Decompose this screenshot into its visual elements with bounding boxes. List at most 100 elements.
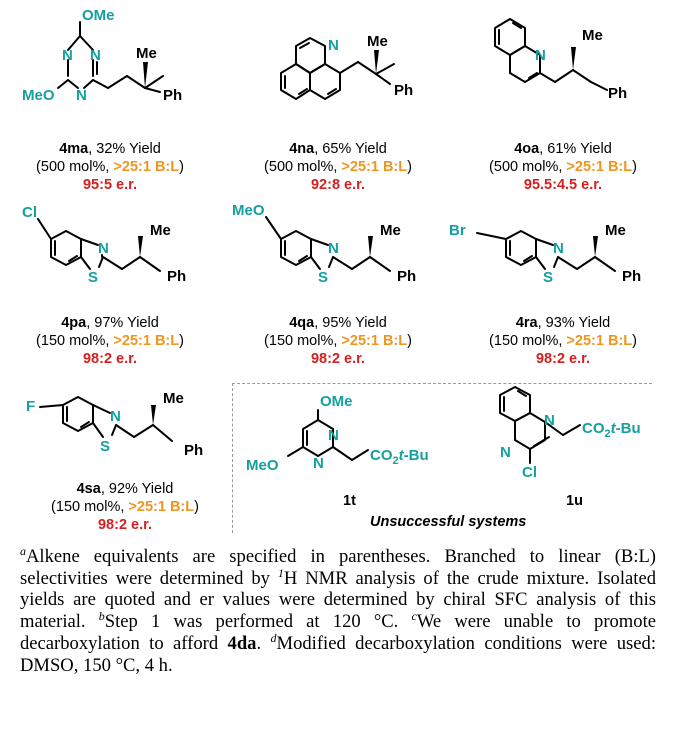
selectivity: >25:1 B:L: [566, 333, 633, 349]
structure-4na: N Me Ph: [230, 0, 450, 130]
atom-label: N: [328, 240, 339, 257]
footnote-b: Step 1 was performed at 120 °C.: [104, 611, 412, 633]
atom-label: Ph: [394, 82, 413, 99]
footnote-mark: d: [270, 630, 277, 645]
footnote-mark: a: [20, 543, 26, 558]
atom-label: N: [62, 47, 73, 64]
structure-4ma: OMe N N N MeO Me Ph: [0, 0, 220, 130]
atom-label: Cl: [522, 464, 537, 481]
atom-label: OMe: [320, 393, 353, 410]
structure-4ra-drawing: Br N S Me Ph: [449, 222, 641, 286]
atom-label: S: [88, 269, 98, 286]
compound-id: 4na: [289, 141, 315, 157]
atom-label: N: [313, 455, 324, 472]
selectivity: >25:1 B:L: [113, 333, 180, 349]
footnotes: aAlkene equivalents are specified in par…: [20, 543, 656, 676]
structure-4na-drawing: N Me Ph: [280, 33, 413, 100]
atom-label: CO2t-Bu: [370, 447, 429, 467]
atom-label: Cl: [22, 204, 37, 221]
caption-4na: 4na, 65% Yield (500 mol%, >25:1 B:L) 92:…: [233, 140, 443, 194]
atom-label: Me: [380, 222, 401, 239]
structure-4qa-drawing: MeO N S Me Ph: [232, 202, 416, 286]
compound-id: 4pa: [61, 315, 87, 331]
enantiomeric-ratio: 98:2 e.r.: [82, 351, 137, 367]
atom-label: S: [318, 269, 328, 286]
compound-id-1u: 1u: [566, 493, 583, 509]
structure-1t: OMe N N MeO CO2t-Bu: [240, 390, 450, 500]
atom-label: N: [535, 47, 546, 64]
atom-label: S: [543, 269, 553, 286]
structure-4qa: MeO N S Me Ph: [230, 195, 450, 310]
structure-4ma-drawing: OMe N N N MeO Me Ph: [22, 7, 182, 104]
atom-label: F: [26, 398, 35, 415]
structure-1u: N N Cl CO2t-Bu: [460, 385, 670, 505]
atom-label: Me: [367, 33, 388, 50]
atom-label: Br: [449, 222, 466, 239]
footnote-mark: b: [98, 608, 105, 623]
atom-label: MeO: [232, 202, 265, 219]
unsuccessful-systems-label: Unsuccessful systems: [370, 514, 527, 530]
atom-label: Me: [582, 27, 603, 44]
atom-label: Ph: [167, 268, 186, 285]
compound-id: 4sa: [76, 481, 101, 497]
selectivity: >25:1 B:L: [128, 499, 195, 515]
yield: 92% Yield: [108, 481, 174, 497]
atom-label: N: [76, 87, 87, 104]
selectivity: >25:1 B:L: [341, 333, 408, 349]
compound-id-1t: 1t: [343, 493, 356, 509]
atom-label: Ph: [608, 85, 627, 102]
enantiomeric-ratio: 98:2 e.r.: [310, 351, 365, 367]
structure-1u-drawing: N N Cl CO2t-Bu: [499, 386, 641, 481]
yield: 97% Yield: [94, 315, 159, 331]
caption-4ma: 4ma, 32% Yield (500 mol%, >25:1 B:L) 95:…: [5, 140, 215, 194]
caption-4sa: 4sa, 92% Yield (150 mol%, >25:1 B:L) 98:…: [20, 480, 230, 534]
compound-id: 4ma: [59, 141, 89, 157]
atom-label: Me: [150, 222, 171, 239]
structure-4oa-drawing: N Me Ph: [494, 18, 627, 102]
caption-4oa: 4oa, 61% Yield (500 mol%, >25:1 B:L) 95.…: [458, 140, 668, 194]
atom-label: N: [98, 240, 109, 257]
atom-label: OMe: [82, 7, 115, 24]
atom-label: MeO: [22, 87, 55, 104]
dashed-divider-vertical: [232, 383, 233, 533]
atom-label: Ph: [397, 268, 416, 285]
compound-id: 4oa: [514, 141, 540, 157]
structure-4ra: Br N S Me Ph: [449, 195, 673, 310]
atom-label: N: [328, 427, 339, 444]
yield: 61% Yield: [547, 141, 612, 157]
caption-4pa: 4pa, 97% Yield (150 mol%, >25:1 B:L) 98:…: [5, 314, 215, 368]
structure-1t-drawing: OMe N N MeO CO2t-Bu: [246, 393, 429, 474]
atom-label: N: [553, 240, 564, 257]
yield: 32% Yield: [96, 141, 161, 157]
footnote-mark: c: [411, 608, 417, 623]
yield: 93% Yield: [545, 315, 611, 331]
atom-label: MeO: [246, 457, 279, 474]
enantiomeric-ratio: 95:5 e.r.: [82, 177, 137, 193]
enantiomeric-ratio: 98:2 e.r.: [97, 517, 152, 533]
selectivity: >25:1 B:L: [566, 159, 633, 175]
footnote-d: Modified decarboxylation conditions were…: [20, 632, 656, 676]
atom-label: Ph: [163, 87, 182, 104]
atom-label: Me: [163, 390, 184, 407]
atom-label: CO2t-Bu: [582, 420, 641, 440]
selectivity: >25:1 B:L: [113, 159, 180, 175]
atom-label: N: [110, 408, 121, 425]
enantiomeric-ratio: 92:8 e.r.: [310, 177, 365, 193]
footnote-c: We were unable to promote decarboxylatio…: [20, 611, 656, 654]
atom-label: N: [500, 444, 511, 461]
footnote-a: Alkene equivalents are specified in pare…: [20, 546, 656, 589]
atom-label: N: [90, 47, 101, 64]
atom-label: N: [544, 412, 555, 429]
structure-4sa-drawing: F N S Me Ph: [26, 390, 203, 459]
structure-4pa: Cl N S Me Ph: [0, 195, 220, 310]
caption-4qa: 4qa, 95% Yield (150 mol%, >25:1 B:L) 98:…: [233, 314, 443, 368]
compound-id: 4ra: [515, 315, 538, 331]
structure-4oa: N Me Ph: [455, 0, 673, 130]
structure-4sa: F N S Me Ph: [0, 385, 225, 475]
atom-label: S: [100, 438, 110, 455]
caption-4ra: 4ra, 93% Yield (150 mol%, >25:1 B:L) 98:…: [458, 314, 668, 368]
atom-label: Me: [136, 45, 157, 62]
structure-4pa-drawing: Cl N S Me Ph: [22, 204, 186, 286]
yield: 65% Yield: [322, 141, 387, 157]
atom-label: N: [328, 37, 339, 54]
